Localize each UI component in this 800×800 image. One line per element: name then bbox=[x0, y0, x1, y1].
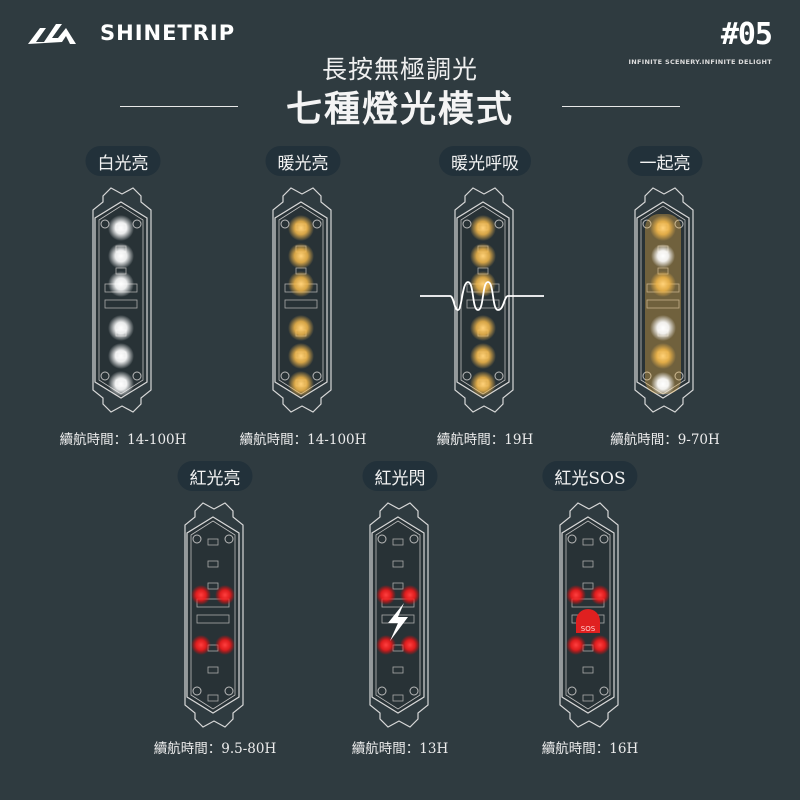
mode-label-pill: 暖光亮 bbox=[265, 146, 341, 176]
runtime-text: 續航時間：9.5-80H bbox=[153, 741, 277, 757]
mode-red-light: 紅光亮 續航時間：9.5-80H bbox=[130, 461, 300, 761]
mode-label-pill: 一起亮 bbox=[627, 146, 703, 176]
title-row: 七種燈光模式 bbox=[0, 84, 800, 130]
mode-label-pill: 紅光閃 bbox=[362, 461, 438, 491]
runtime-text: 續航時間：9-70H bbox=[610, 432, 720, 448]
svg-text:SOS: SOS bbox=[581, 625, 596, 633]
light-device-icon bbox=[272, 187, 332, 413]
light-device-icon bbox=[369, 502, 429, 728]
runtime-text: 續航時間：14-100H bbox=[59, 432, 187, 448]
light-device-icon bbox=[454, 187, 514, 413]
wave-icon bbox=[420, 281, 544, 311]
mode-label-pill: 暖光呼吸 bbox=[439, 146, 531, 176]
divider-right bbox=[562, 105, 680, 107]
page-subtitle: 長按無極調光 bbox=[321, 55, 478, 84]
runtime-text: 續航時間：19H bbox=[436, 432, 534, 448]
mode-label-pill: 紅光SOS bbox=[542, 461, 638, 491]
lightning-icon bbox=[388, 603, 408, 641]
mode-red-flash: 紅光閃 續航時間：13H bbox=[315, 461, 485, 761]
runtime-text: 續航時間：16H bbox=[541, 741, 639, 757]
mode-warm-light: 暖光亮 續航時間：14-100H bbox=[218, 146, 388, 448]
mode-warm-breathing: 暖光呼吸 續航時間：19H bbox=[400, 146, 570, 448]
slogan: INFINITE SCENERY.INFINITE DELIGHT bbox=[628, 58, 772, 66]
mountain-logo-icon bbox=[28, 24, 76, 44]
light-device-icon bbox=[634, 187, 694, 413]
light-device-icon bbox=[92, 187, 152, 413]
sos-icon bbox=[576, 609, 600, 633]
series-tag: #05 INFINITE SCENERY.INFINITE DELIGHT bbox=[628, 17, 773, 67]
light-device-icon: SOS bbox=[559, 502, 619, 728]
runtime-text: 續航時間：13H bbox=[351, 741, 449, 757]
mode-label-pill: 白光亮 bbox=[85, 146, 161, 176]
divider-left bbox=[119, 105, 238, 107]
mode-label-pill: 紅光亮 bbox=[177, 461, 253, 491]
mode-white-light: 白光亮 續航時間：14-100H bbox=[38, 146, 208, 448]
page-title: 七種燈光模式 bbox=[285, 88, 514, 130]
brand-logo: SHINETRIP bbox=[26, 20, 235, 46]
series-number: #05 bbox=[720, 17, 773, 52]
mode-red-sos: 紅光SOS SOS 續航時間：16H bbox=[505, 461, 675, 761]
brand-name: SHINETRIP bbox=[100, 21, 236, 45]
light-device-icon bbox=[184, 502, 244, 728]
runtime-text: 續航時間：14-100H bbox=[239, 432, 367, 448]
mode-all-light: 一起亮 續航時間：9-70H bbox=[580, 146, 750, 448]
